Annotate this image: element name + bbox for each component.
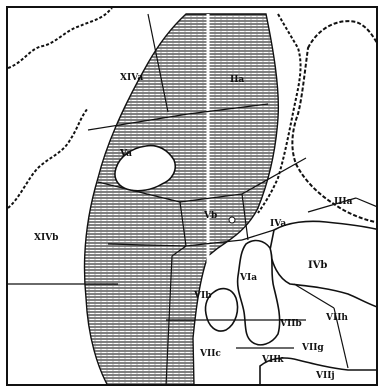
label-vii-k: VIIk: [261, 355, 284, 365]
map-frame: XIVa XIVb Va IIa Vb VIb VIa VIIc VIIb VI…: [6, 6, 378, 386]
great-britain: [236, 239, 281, 346]
france-coast: [259, 357, 376, 384]
label-vib: VIb: [193, 291, 212, 301]
label-vii-h: VIIh: [325, 313, 348, 323]
label-xivb: XIVb: [34, 233, 58, 243]
label-vii-c: VIIc: [199, 349, 221, 359]
label-vii-g: VIIg: [301, 343, 324, 353]
label-vb: Vb: [203, 211, 217, 221]
faroe-islands: [228, 216, 236, 224]
label-via: VIa: [239, 273, 257, 283]
label-ivb: IVb: [308, 260, 327, 271]
hatched-area: [83, 13, 280, 384]
area-boundaries: [8, 13, 376, 384]
scandinavia-coast: [257, 13, 302, 214]
greenland-coast: [8, 8, 113, 209]
label-iii: IIIa: [334, 197, 353, 207]
label-xiva: XIVa: [120, 73, 143, 83]
label-vii-b: VIIb: [279, 319, 302, 329]
label-va: Va: [119, 149, 132, 159]
label-iva: IVa: [270, 219, 286, 229]
scandinavia: [291, 20, 376, 224]
continent: [269, 220, 376, 308]
label-vii-j: VIIj: [315, 371, 335, 381]
fishing-area-map: XIVa XIVb Va IIa Vb VIb VIa VIIc VIIb VI…: [8, 8, 376, 384]
label-i-upper: IIa: [230, 75, 244, 85]
